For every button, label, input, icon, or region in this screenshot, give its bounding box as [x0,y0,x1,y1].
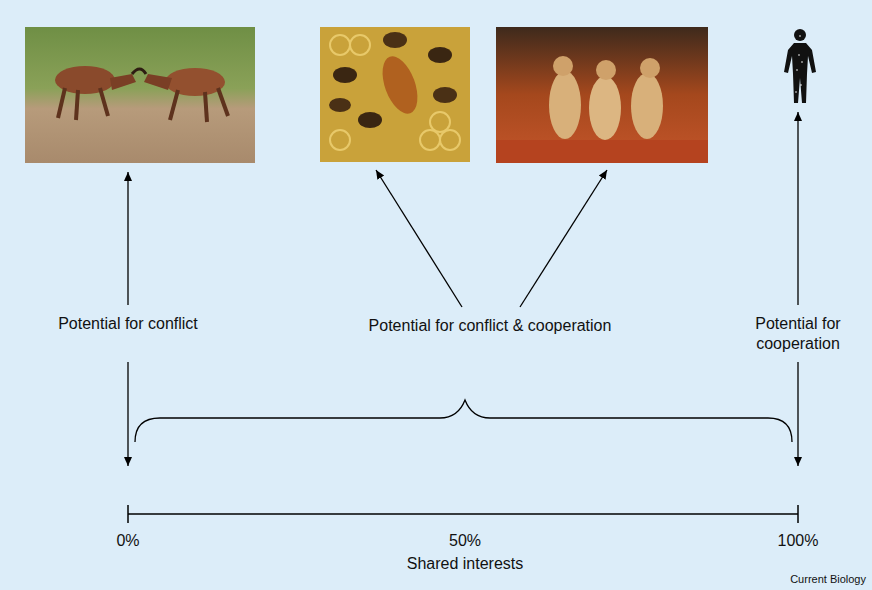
axis-tick-label: 50% [435,531,495,551]
axis-tick-label: 0% [98,531,158,551]
antelope-photo [25,27,255,163]
axis [128,505,798,523]
meerkats-photo [496,27,708,163]
cooperation-label: Potential for cooperation [728,314,868,354]
source-credit: Current Biology [746,572,866,586]
curly-brace [135,400,792,442]
arrows [128,112,798,466]
bees-photo [320,27,470,162]
mixed-label: Potential for conflict & cooperation [310,316,670,336]
human-silhouette [784,29,816,103]
axis-title: Shared interests [365,554,565,574]
axis-tick-label: 100% [763,531,833,551]
conflict-label: Potential for conflict [58,314,198,334]
